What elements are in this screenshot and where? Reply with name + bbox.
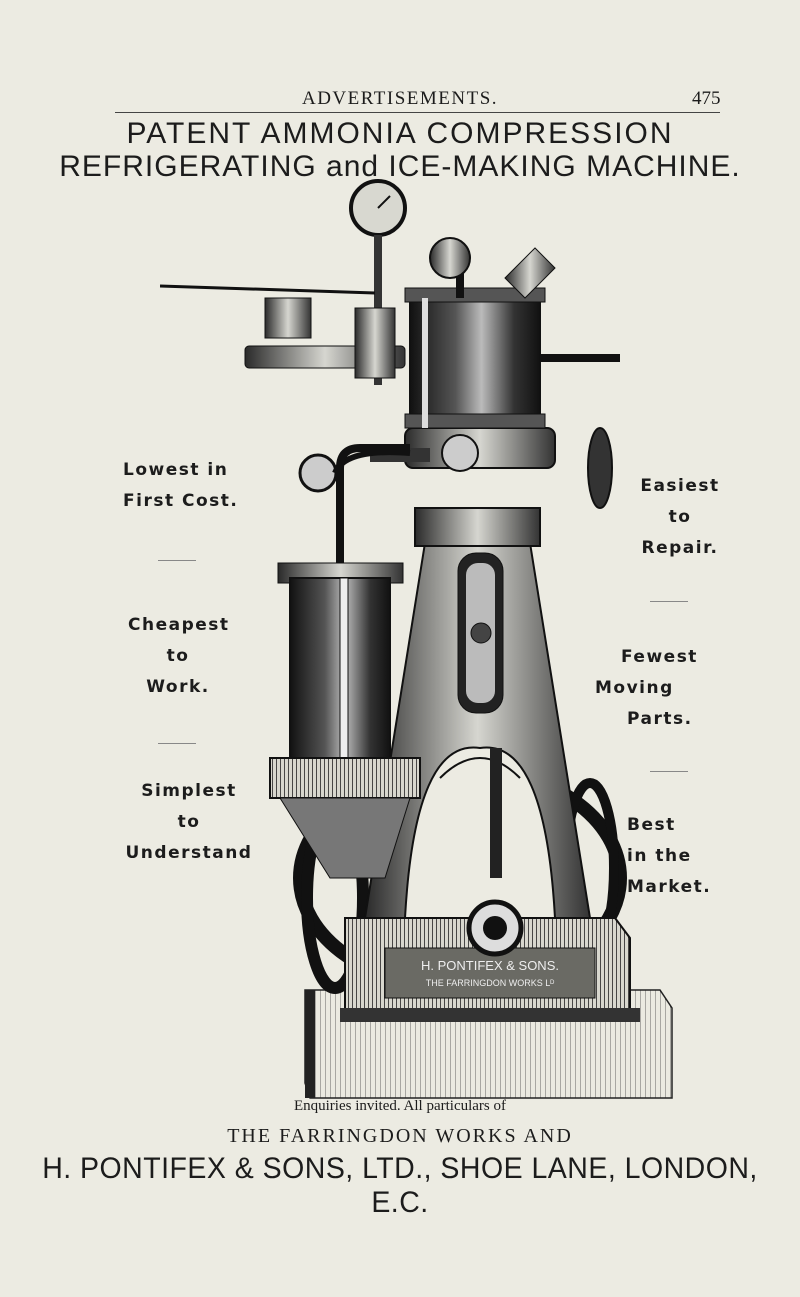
divider [650,771,688,772]
claim-line: Simplest [141,781,237,801]
claim-line: Cheapest [128,615,230,635]
claim-best: Best in the Market. [627,810,711,903]
maker-plate-line1: H. PONTIFEX & SONS. [421,958,559,973]
enquiries-text: Enquiries invited. All particulars of [293,1098,507,1114]
claim-line: Moving [595,678,674,698]
claim-simplest: Simplest to Understand [114,776,264,869]
oil-separator [269,444,421,879]
ad-title-line2: REFRIGERATING and ICE-MAKING MACHINE. [59,150,741,183]
divider [650,601,688,602]
claim-line: Understand [125,843,253,863]
claim-line: to [668,507,692,527]
claim-line: Work. [146,677,210,697]
pressure-gauge-lower [298,453,338,493]
divider [158,743,196,744]
claim-line: First Cost. [123,491,239,511]
claim-line: to [166,646,190,666]
compressor-cylinder [404,287,546,429]
claim-line: Best [627,815,676,835]
works-text: THE FARRINGDON WORKS AND [227,1125,573,1147]
claim-line: Repair. [641,538,719,558]
claim-line: Parts. [627,709,693,729]
claim-line: in the [627,846,692,866]
maker-plate-line2: THE FARRINGDON WORKS Lᴰ [426,978,555,988]
claim-cheapest: Cheapest to Work. [128,610,228,703]
claim-line: to [177,812,201,832]
claim-fewest: Fewest Moving Parts. [585,642,755,735]
claim-line: Lowest in [123,460,229,480]
divider [158,560,196,561]
claim-line: Market. [627,877,712,897]
a-frame [363,542,592,957]
page-number: 475 [692,88,721,109]
company-address: H. PONTIFEX & SONS, LTD., SHOE LANE, LON… [42,1152,758,1219]
claim-lowest-cost: Lowest in First Cost. [123,455,238,517]
handwheel [587,427,613,509]
claim-line: Easiest [640,476,720,496]
header-rule [115,112,720,113]
running-head: ADVERTISEMENTS. [301,88,499,109]
claim-easiest: Easiest to Repair. [630,471,730,564]
ad-title-line1: PATENT AMMONIA COMPRESSION [126,117,674,150]
refrigerating-machine-illustration: H. PONTIFEX & SONS. THE FARRINGDON WORKS… [160,179,673,1099]
claim-line: Fewest [621,647,698,667]
